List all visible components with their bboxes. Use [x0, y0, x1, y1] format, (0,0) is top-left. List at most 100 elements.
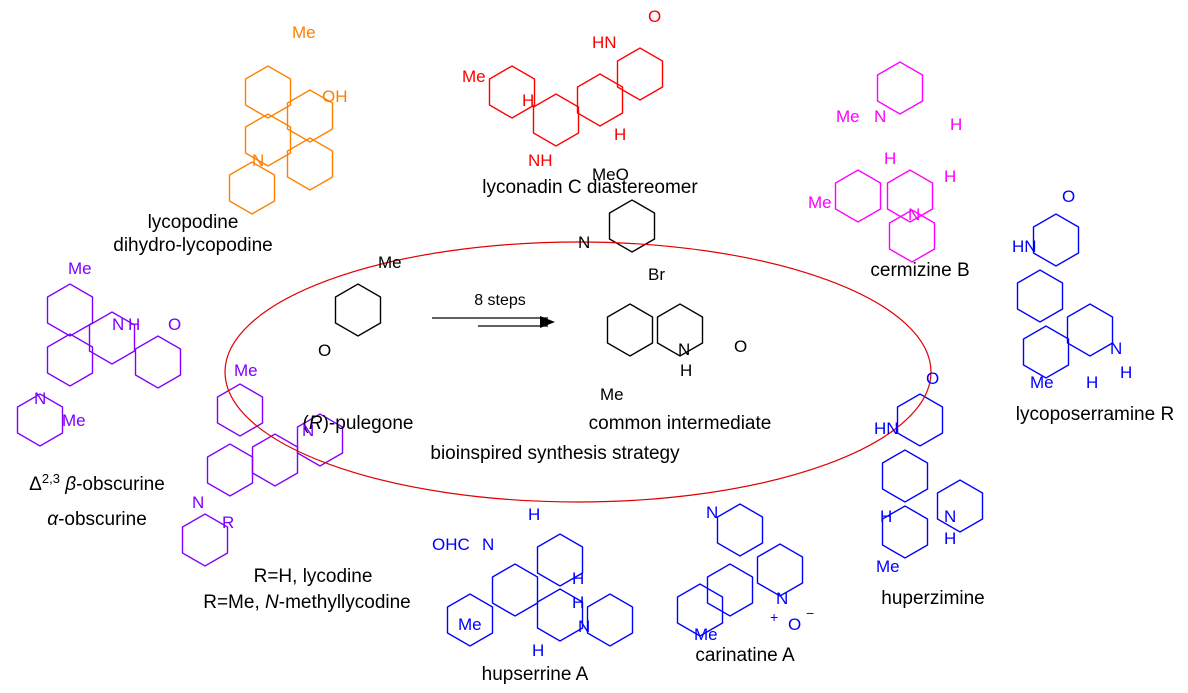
- atom-label: Br: [648, 265, 665, 284]
- lycopodine-label: lycopodine: [148, 212, 239, 233]
- intermediate-ring: [608, 199, 656, 253]
- methyllycodine-label: R=Me, N-methyllycodine: [203, 592, 411, 613]
- atom-label: Me: [694, 625, 718, 644]
- atom-label: O: [318, 341, 331, 360]
- atom-label: Me: [378, 253, 402, 272]
- pulegone-label: (R)-pulegone: [303, 413, 414, 434]
- atom-label: O: [926, 369, 939, 388]
- lyconadin-ring: [576, 73, 624, 127]
- cermizine-ring: [888, 209, 936, 263]
- lycodine-label: R=H, lycodine: [254, 566, 373, 587]
- atom-label: H: [532, 641, 544, 660]
- huperzimine-ring: [936, 479, 984, 533]
- atom-label: H: [880, 507, 892, 526]
- huperzimine-label: huperzimine: [881, 588, 985, 609]
- carinatine-ring: [676, 583, 724, 637]
- common-intermediate-label: common intermediate: [589, 413, 772, 434]
- atom-label: H: [528, 505, 540, 524]
- lycodine-ring: [181, 513, 229, 567]
- strategy-ellipse: [224, 241, 932, 503]
- atom-label: N: [776, 589, 788, 608]
- hupserrine-label: hupserrine A: [482, 664, 589, 685]
- lycopodine-ring: [286, 137, 334, 191]
- atom-label: H: [614, 125, 626, 144]
- lycoposerramine-ring: [1022, 325, 1070, 379]
- atom-label: Me: [876, 557, 900, 576]
- atom-label: HN: [874, 419, 899, 438]
- hupserrine-ring: [446, 593, 494, 647]
- atom-label: H: [680, 361, 692, 380]
- atom-label: N: [1110, 339, 1122, 358]
- atom-label: N: [908, 205, 920, 224]
- lyconadin-label: lyconadin C diastereomer: [482, 177, 698, 198]
- huperzimine-ring: [896, 393, 944, 447]
- atom-label: N: [34, 389, 46, 408]
- atom-label: N: [112, 315, 124, 334]
- atom-label: H: [1086, 373, 1098, 392]
- alpha-obscurine-label: α-obscurine: [47, 509, 147, 530]
- atom-labels: Me O MeO N Br Me N H O Me OH N HN O Me H…: [34, 7, 1132, 660]
- atom-label: Me: [62, 411, 86, 430]
- atom-label: N: [482, 535, 494, 554]
- lyconadin-ring: [532, 93, 580, 147]
- dihydro-lycopodine-label: dihydro-lycopodine: [113, 235, 273, 256]
- atom-label: H: [944, 529, 956, 548]
- atom-label: O: [788, 615, 801, 634]
- cermizine-ring: [886, 169, 934, 223]
- atom-label: Me: [462, 67, 486, 86]
- atom-label: H: [522, 91, 534, 110]
- arrow-label: 8 steps: [474, 292, 526, 309]
- atom-label: H: [944, 167, 956, 186]
- lycopodine-ring: [244, 113, 292, 167]
- carinatine-ring: [716, 503, 764, 557]
- atom-label: Me: [292, 23, 316, 42]
- atom-label: O: [734, 337, 747, 356]
- intermediate-ring: [656, 303, 704, 357]
- atom-label: −: [806, 605, 814, 621]
- obscurine-ring: [134, 335, 182, 389]
- atom-label: HN: [1012, 237, 1037, 256]
- lycoposerramine-label: lycoposerramine R: [1016, 404, 1174, 425]
- cermizine-ring: [834, 169, 882, 223]
- hupserrine-ring: [536, 588, 584, 642]
- beta-obscurine-label: Δ2,3 β-obscurine: [29, 471, 165, 495]
- atom-label: Me: [234, 361, 258, 380]
- atom-label: H: [1120, 363, 1132, 382]
- atom-label: Me: [808, 193, 832, 212]
- lycodine-ring: [251, 433, 299, 487]
- atom-label: R: [222, 513, 234, 532]
- pulegone-ring: [334, 283, 382, 337]
- cermizine-label: cermizine B: [870, 260, 969, 281]
- atom-label: HN: [592, 33, 617, 52]
- molecule-bonds: [16, 47, 1114, 647]
- reaction-arrow: [432, 316, 555, 328]
- lycodine-ring: [206, 443, 254, 497]
- atom-label: N: [706, 503, 718, 522]
- lycoposerramine-ring: [1032, 213, 1080, 267]
- atom-label: H: [884, 149, 896, 168]
- lycoposerramine-ring: [1066, 303, 1114, 357]
- atom-label: H: [950, 115, 962, 134]
- hupserrine-ring: [491, 563, 539, 617]
- strategy-label: bioinspired synthesis strategy: [430, 443, 680, 464]
- atom-label: MeO: [592, 165, 629, 184]
- atom-label: Me: [836, 107, 860, 126]
- atom-label: N: [944, 507, 956, 526]
- atom-label: N: [192, 493, 204, 512]
- atom-label: H: [572, 593, 584, 612]
- atom-label: N: [302, 421, 314, 440]
- intermediate-ring: [606, 303, 654, 357]
- atom-label: NH: [528, 151, 553, 170]
- cermizine-ring: [876, 61, 924, 115]
- atom-label: Me: [600, 385, 624, 404]
- carinatine-label: carinatine A: [695, 645, 795, 666]
- atom-label: O: [168, 315, 181, 334]
- hupserrine-ring: [536, 533, 584, 587]
- atom-label: OH: [322, 87, 348, 106]
- hupserrine-ring: [586, 593, 634, 647]
- huperzimine-ring: [881, 505, 929, 559]
- atom-label: H: [128, 315, 140, 334]
- atom-label: N: [678, 340, 690, 359]
